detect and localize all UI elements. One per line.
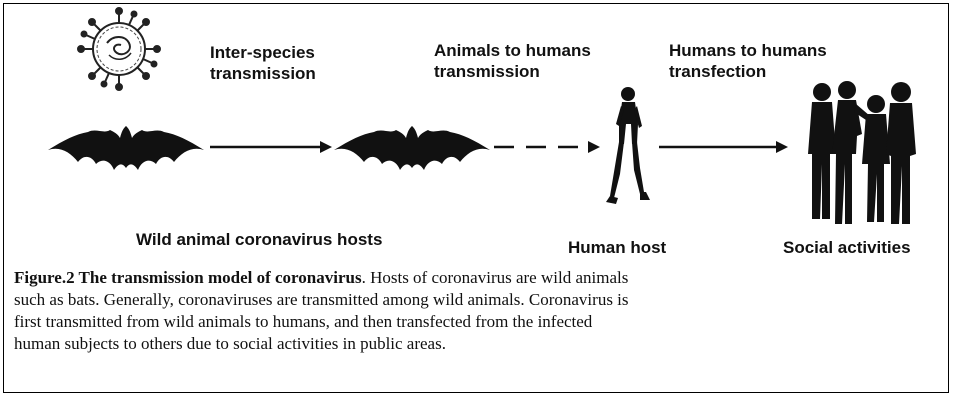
label-wild-hosts: Wild animal coronavirus hosts (136, 229, 382, 250)
caption-title: Figure.2 The transmission model of coron… (14, 268, 362, 287)
bat-icon (48, 126, 204, 170)
label-animals-to-humans: Animals to humans transmission (434, 40, 591, 82)
figure-caption: Figure.2 The transmission model of coron… (14, 267, 944, 355)
figure-frame: Inter-species transmission Animals to hu… (3, 3, 949, 393)
caption-line-4: human subjects to others due to social a… (14, 333, 944, 355)
label-inter-species: Inter-species transmission (210, 42, 316, 84)
caption-line-3: first transmitted from wild animals to h… (14, 311, 944, 333)
caption-line-1: Figure.2 The transmission model of coron… (14, 267, 944, 289)
arrow-dashed (494, 141, 600, 153)
arrow-solid-1 (210, 141, 332, 153)
bat-icon (334, 126, 490, 170)
coronavirus-icon (78, 8, 160, 90)
label-social-activities: Social activities (783, 237, 911, 258)
caption-line-1-text: . Hosts of coronavirus are wild animals (362, 268, 629, 287)
walking-human-icon (606, 87, 650, 204)
group-of-people-icon (808, 81, 916, 224)
label-human-host: Human host (568, 237, 666, 258)
caption-line-2: such as bats. Generally, coronaviruses a… (14, 289, 944, 311)
label-humans-to-humans: Humans to humans transfection (669, 40, 827, 82)
arrow-solid-2 (659, 141, 788, 153)
